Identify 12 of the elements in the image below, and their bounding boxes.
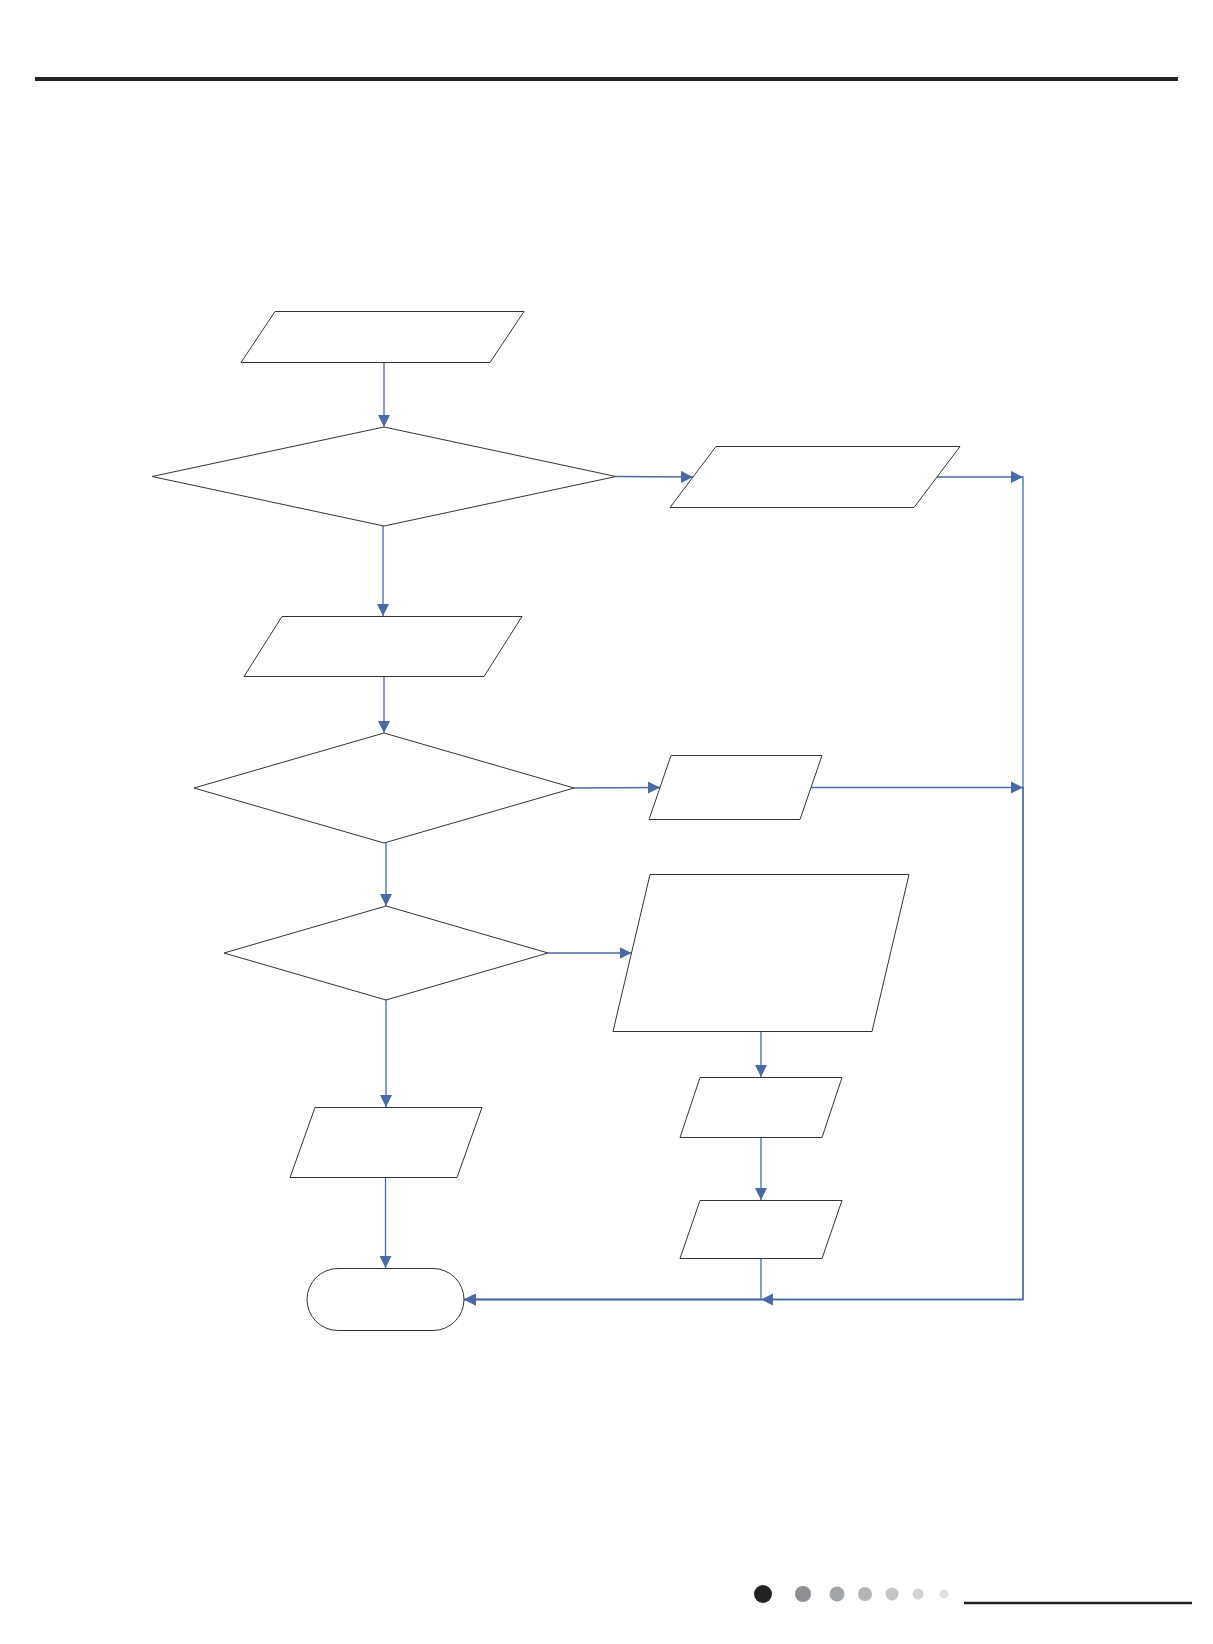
arrow <box>547 947 633 959</box>
arrow <box>378 676 390 734</box>
arrow <box>380 999 392 1108</box>
arrow <box>378 362 390 428</box>
arrow <box>380 842 392 907</box>
arrow <box>463 1258 762 1306</box>
arrow <box>755 1137 767 1201</box>
arrow <box>615 470 694 483</box>
arrow <box>573 781 661 794</box>
arrow <box>377 525 389 617</box>
arrow <box>755 1031 767 1078</box>
arrow <box>379 1177 392 1269</box>
